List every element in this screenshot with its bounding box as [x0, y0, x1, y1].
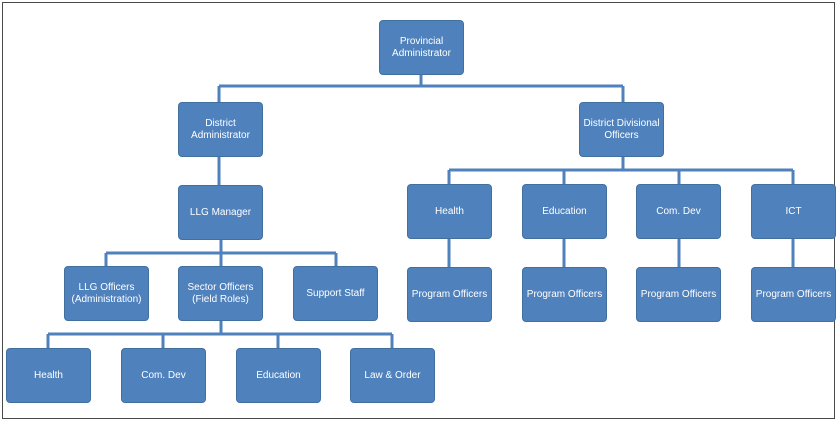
- node-llg-manager: LLG Manager: [178, 185, 263, 240]
- node-program-officers-ict: Program Officers: [751, 267, 836, 322]
- node-sector-education: Education: [236, 348, 321, 403]
- node-division-health: Health: [407, 184, 492, 239]
- node-sector-officers: Sector Officers (Field Roles): [178, 266, 263, 321]
- node-program-officers-com-dev: Program Officers: [636, 267, 721, 322]
- node-sector-health: Health: [6, 348, 91, 403]
- node-district-administrator: District Administrator: [178, 102, 263, 157]
- node-provincial-administrator: Provincial Administrator: [379, 20, 464, 75]
- node-sector-com-dev: Com. Dev: [121, 348, 206, 403]
- node-division-ict: ICT: [751, 184, 836, 239]
- node-support-staff: Support Staff: [293, 266, 378, 321]
- node-sector-law-order: Law & Order: [350, 348, 435, 403]
- node-llg-officers: LLG Officers (Administration): [64, 266, 149, 321]
- node-district-divisional-officers: District Divisional Officers: [579, 102, 664, 157]
- node-division-com-dev: Com. Dev: [636, 184, 721, 239]
- node-program-officers-health: Program Officers: [407, 267, 492, 322]
- node-division-education: Education: [522, 184, 607, 239]
- node-program-officers-education: Program Officers: [522, 267, 607, 322]
